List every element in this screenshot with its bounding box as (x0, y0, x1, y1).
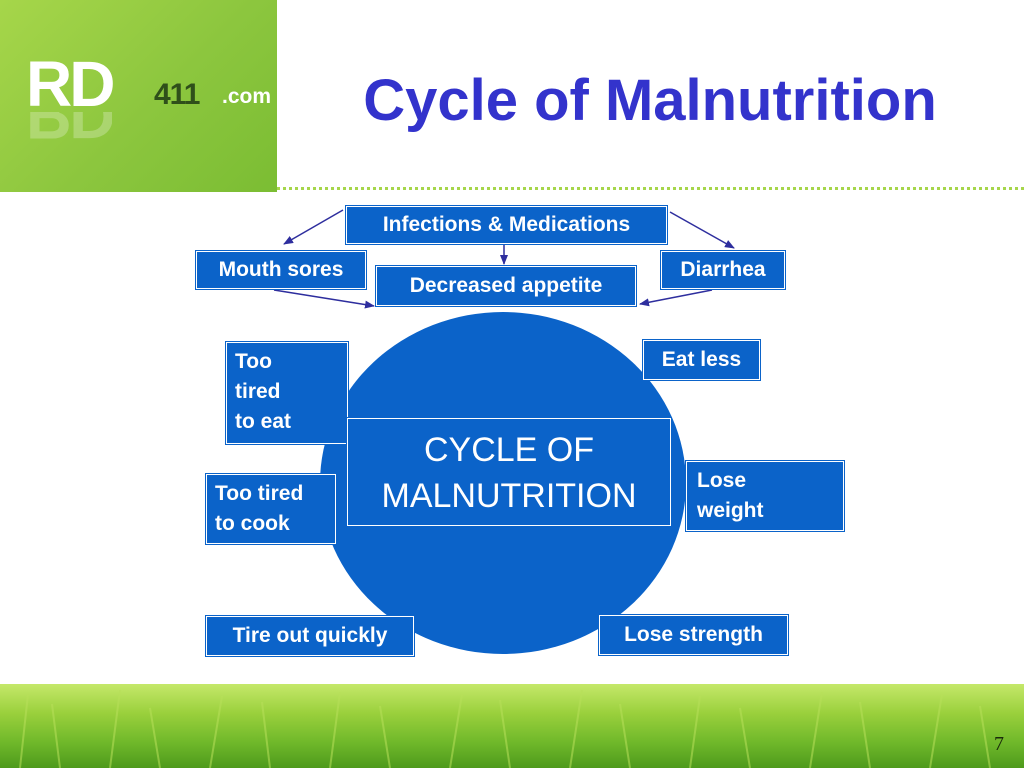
dotted-divider (277, 187, 1024, 190)
box-too-tired-to-eat: Too tired to eat (226, 342, 348, 444)
arrow-to-mouth-sores (283, 209, 344, 245)
box-eat-less: Eat less (643, 340, 760, 380)
box-tire-out-quickly-label: Tire out quickly (232, 624, 388, 647)
too-tired-to-cook-line-1: Too tired (215, 482, 304, 505)
arrow-diarrhea-to-appetite (639, 289, 713, 307)
center-line-2: MALNUTRITION (381, 477, 637, 515)
logo-number: 411 (154, 78, 200, 111)
box-lose-strength: Lose strength (599, 615, 788, 655)
lose-weight-line-1: Lose (697, 469, 747, 492)
grass-footer: 7 (0, 684, 1024, 768)
logo-domain: .com (222, 85, 272, 108)
box-infections-medications: Infections & Medications (346, 206, 667, 244)
box-lose-weight: Lose weight (686, 461, 844, 531)
too-tired-to-cook-line-2: to cook (215, 512, 290, 535)
box-mouth-sores: Mouth sores (196, 251, 366, 289)
center-line-1: CYCLE OF (423, 431, 595, 469)
too-tired-to-eat-line-1: Too (235, 350, 272, 373)
box-infections-medications-label: Infections & Medications (382, 213, 631, 236)
box-diarrhea: Diarrhea (661, 251, 785, 289)
too-tired-to-eat-line-3: to eat (235, 410, 292, 433)
lose-weight-line-2: weight (697, 499, 764, 522)
arrow-to-diarrhea (669, 211, 735, 249)
too-tired-to-eat-line-2: tired (235, 380, 281, 403)
box-diarrhea-label: Diarrhea (680, 258, 766, 281)
slide-title: Cycle of Malnutrition (363, 68, 937, 133)
cycle-center-label: CYCLE OF MALNUTRITION (347, 418, 671, 526)
box-decreased-appetite-label: Decreased appetite (409, 274, 603, 297)
arrow-mouth-sores-to-appetite (273, 289, 375, 309)
box-tire-out-quickly: Tire out quickly (206, 616, 414, 656)
box-eat-less-label: Eat less (661, 348, 742, 371)
box-decreased-appetite: Decreased appetite (376, 266, 636, 306)
logo-panel: RD 411 .com RD (0, 0, 277, 192)
box-lose-strength-label: Lose strength (624, 623, 763, 646)
grass-blades (19, 689, 991, 768)
logo-rd: RD (26, 48, 115, 120)
box-too-tired-to-cook: Too tired to cook (206, 474, 336, 544)
slide-number: 7 (994, 733, 1004, 755)
box-mouth-sores-label: Mouth sores (218, 258, 344, 281)
